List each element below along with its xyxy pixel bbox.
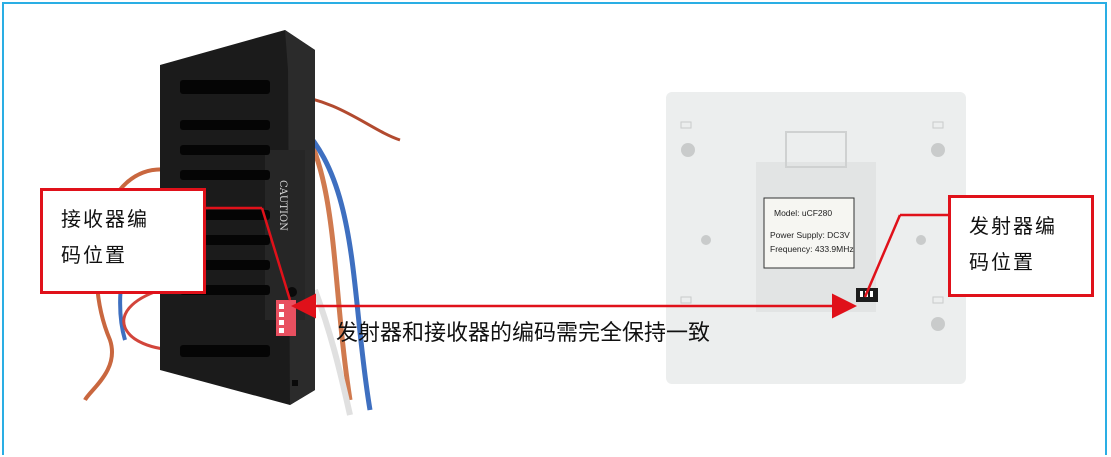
receiver-label-line2: 码位置 [61,243,127,267]
transmitter-label-line2: 码位置 [969,250,1035,274]
receiver-code-location-label: 接收器编 码位置 [40,188,206,294]
transmitter-code-location-label: 发射器编 码位置 [948,195,1094,297]
lcd-power: Power Supply: DC3V [770,230,850,240]
caution-label: CAUTION [277,180,288,231]
matching-code-caption: 发射器和接收器的编码需完全保持一致 [336,321,711,346]
receiver-label-line1: 接收器编 [61,207,149,231]
lcd-frequency: Frequency: 433.9MHz [770,244,854,254]
transmitter-label-line1: 发射器编 [969,214,1057,238]
lcd-model: Model: uCF280 [774,208,832,218]
